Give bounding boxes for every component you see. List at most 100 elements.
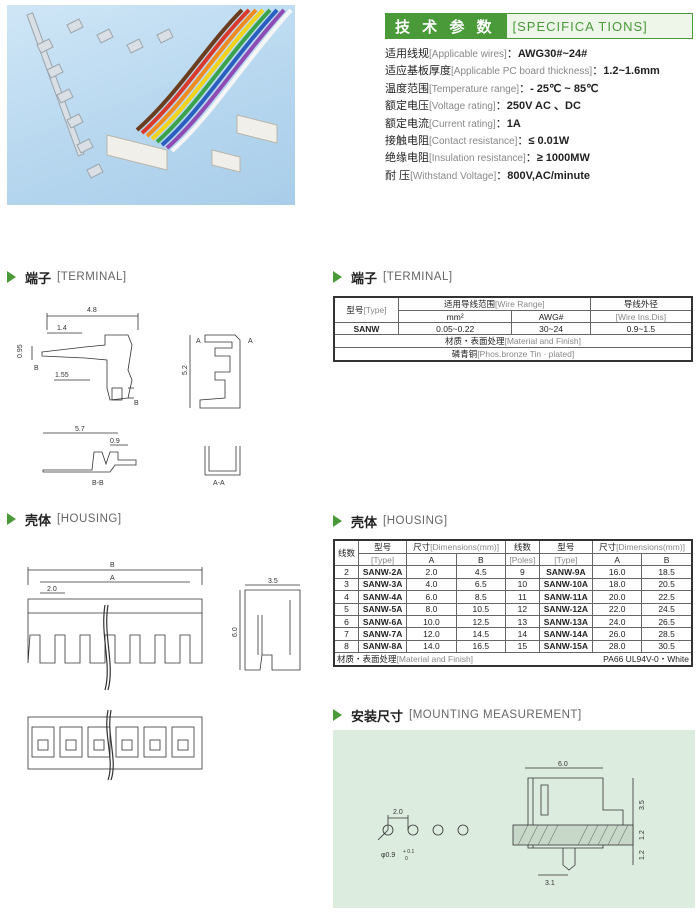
housing-title-cn: 壳体: [25, 512, 52, 528]
dim-0-9: 0.9: [110, 438, 120, 445]
col-type-en-right: [Type]: [538, 552, 594, 567]
table-cell: SANW-10A: [538, 577, 594, 592]
housing-table-title-cn: 壳体: [351, 514, 378, 530]
cell-dia: 0.9~1.5: [589, 322, 693, 335]
spec-row: 适应基板厚度[Applicable PC board thickness]：1.…: [385, 65, 660, 78]
section-arrow-icon: [333, 271, 342, 283]
table-cell: 4: [333, 590, 359, 604]
spec-label-en: [Voltage rating]: [429, 101, 496, 113]
table-cell: 14: [505, 627, 540, 641]
table-cell: 13: [505, 614, 540, 629]
spec-label-en: [Applicable wires]: [429, 49, 507, 60]
connector-photo-illustration: [26, 8, 293, 179]
table-cell: 26.0: [592, 627, 643, 641]
table-cell: 10.5: [455, 602, 507, 616]
table-cell: SANW-7A: [357, 627, 408, 641]
table-cell: 12.5: [455, 614, 507, 629]
terminal-title-cn: 端子: [25, 270, 52, 286]
spec-label-en: [Temperature range]: [429, 83, 520, 95]
spec-label-cn: 适应基板厚度: [385, 65, 451, 78]
label-a-left: A: [196, 338, 201, 345]
table-cell: 15: [505, 639, 540, 654]
table-cell: 9: [505, 565, 540, 579]
table-cell: SANW-12A: [538, 602, 594, 616]
col-type-left: 型号: [357, 539, 408, 554]
cell-type: SANW: [333, 322, 399, 335]
spec-row: 额定电压[Voltage rating]：250V AC 、DC: [385, 100, 581, 113]
dim-1-55: 1.55: [55, 372, 69, 379]
dim-3-5: 3.5: [268, 578, 278, 585]
spec-row: 适用线规[Applicable wires]：AWG30#~24#: [385, 48, 588, 60]
mounting-section-header: 安装尺寸 [MOUNTING MEASUREMENT]: [333, 706, 582, 724]
view-a-a: A-A: [213, 480, 225, 487]
specifications-title-cn: 技 术 参 数: [385, 13, 506, 39]
table-cell: 30.5: [641, 639, 693, 654]
table-cell: 12: [505, 602, 540, 616]
table-cell: 16.0: [592, 565, 643, 579]
col-dim-right: 尺寸[Dimensions(mm)]: [592, 539, 693, 554]
col-awg: AWG#: [511, 310, 591, 323]
col-mm2: mm²: [397, 310, 513, 323]
mounting-title-cn: 安装尺寸: [351, 708, 404, 724]
spec-row: 耐 压[Withstand Voltage]：800V,AC/minute: [385, 169, 590, 182]
view-b-b: B-B: [92, 480, 104, 487]
table-cell: 18.5: [641, 565, 693, 579]
col-b-right: B: [641, 552, 693, 567]
table-cell: 28.0: [592, 639, 643, 654]
table-cell: 14.5: [455, 627, 507, 641]
specifications-list: 适用线规[Applicable wires]：AWG30#~24#适应基板厚度[…: [385, 46, 695, 185]
spec-value: - 25℃ ~ 85℃: [530, 82, 599, 95]
spec-label-cn: 额定电流: [385, 117, 429, 130]
col-a-right: A: [592, 552, 643, 567]
spec-value: 1.2~1.6mm: [603, 65, 660, 78]
spec-label-en: [Withstand Voltage]: [410, 170, 497, 182]
cell-mm2: 0.05~0.22: [397, 322, 513, 335]
table-cell: SANW-3A: [357, 577, 408, 592]
table-cell: 16.5: [455, 639, 507, 654]
spec-row: 额定电流[Current rating]：1A: [385, 117, 521, 130]
mounting-drawing-panel: 2.0 φ0.9 + 0.1 0 6.0 3.5 1.2 1.2 3.1: [333, 730, 695, 908]
housing-title-en: [HOUSING]: [57, 513, 122, 525]
dim-b: B: [110, 562, 115, 569]
col-b-left: B: [455, 552, 507, 567]
table-cell: 7: [333, 627, 359, 641]
spec-label-cn: 接触电阻: [385, 135, 429, 148]
material-row: 材质・表面处理[Material and Finish]: [333, 334, 693, 348]
spec-value: 1A: [506, 117, 521, 130]
table-cell: 28.5: [641, 627, 693, 641]
col-wire-range: 适用导线范围[Wire Range]: [397, 296, 591, 311]
section-arrow-icon: [7, 271, 16, 283]
table-cell: 2: [333, 565, 359, 579]
spec-label-en: [Contact resistance]: [429, 136, 518, 148]
mount-dim-1-2-b: 1.2: [639, 850, 646, 860]
spec-label-cn: 适用线规: [385, 48, 429, 60]
housing-table-title-en: [HOUSING]: [383, 515, 448, 527]
table-cell: 12.0: [406, 627, 457, 641]
spec-label-cn: 温度范围: [385, 82, 429, 95]
dim-0-95: 0.95: [17, 344, 24, 358]
spec-value: ≥ 1000MW: [536, 152, 590, 165]
table-cell: 6: [333, 614, 359, 629]
spec-value: 800V,AC/minute: [507, 169, 590, 182]
col-poles-right: 线数: [505, 539, 540, 554]
section-arrow-icon: [333, 709, 342, 721]
dim-5-7: 5.7: [75, 426, 85, 433]
col-dim-left: 尺寸[Dimensions(mm)]: [406, 539, 506, 554]
table-cell: 14.0: [406, 639, 457, 654]
col-a-left: A: [406, 552, 457, 567]
finish-row: 磷青铜[Phos.bronze Tin · plated]: [333, 347, 693, 362]
col-wire-dia-cn: 导线外径: [589, 296, 693, 311]
table-cell: SANW-9A: [538, 565, 594, 579]
terminal-spec-table: 型号[Type] 适用导线范围[Wire Range] 导线外径 mm² AWG…: [333, 296, 693, 362]
col-poles-en-right: [Poles]: [505, 552, 540, 567]
label-b-bottom: B: [134, 400, 139, 407]
terminal-table-section-header: 端子 [TERMINAL]: [333, 268, 453, 286]
table-cell: 26.5: [641, 614, 693, 629]
col-wire-dia-en: [Wire Ins.Dis]: [589, 310, 693, 323]
mount-tol-minus: 0: [405, 856, 408, 862]
col-type: 型号[Type]: [333, 296, 399, 323]
